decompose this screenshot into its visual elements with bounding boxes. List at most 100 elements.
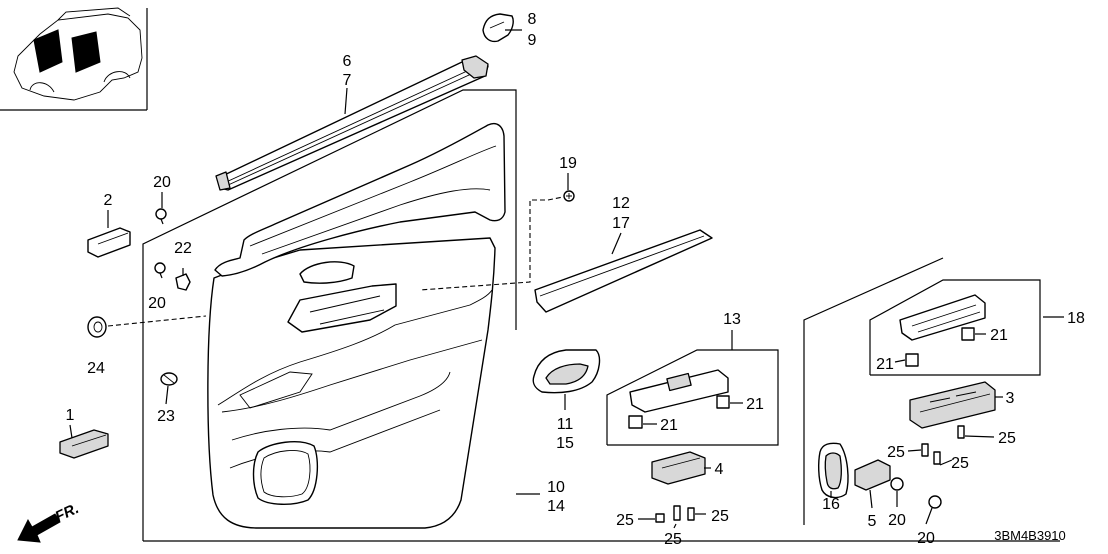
garnish-body: [534, 229, 713, 313]
vehicle-roof-line: [57, 7, 131, 21]
part-19-screw: [419, 190, 575, 291]
vehicle-rear-wheel: [103, 71, 131, 83]
screw-25a: [655, 513, 665, 523]
garnish-detail: [539, 235, 705, 297]
leader-20-right-b: [925, 507, 933, 525]
front-arrow-icon: [17, 513, 61, 543]
clip-20d-head: [928, 495, 942, 509]
callout-21: 21: [990, 327, 1008, 344]
switch-panel-13-button: [666, 372, 692, 392]
vehicle-locator-thumbnail: [0, 7, 148, 111]
right-switch-group-frame: [803, 257, 944, 525]
part-12-17-garnish: [534, 229, 713, 313]
armrest-switch-area: [287, 283, 397, 333]
highlighted-rear-door: [71, 31, 101, 73]
callout-10: 10: [547, 479, 565, 496]
clip-23-detail: [163, 374, 175, 384]
callout-4: 4: [715, 461, 724, 478]
callout-6: 6: [343, 53, 352, 70]
screw-25f: [957, 425, 965, 439]
vehicle-outline: [13, 13, 143, 101]
part-18-switch-panel: [899, 294, 986, 341]
front-direction-indicator: FR.: [17, 500, 82, 543]
callout-labels: 8 9 6 7 20 2 22 20 24 1 23 19 12 17 13 1…: [66, 11, 1085, 548]
diagram-code: 3BM4B3910: [994, 528, 1066, 543]
callout-17: 17: [612, 215, 630, 232]
screw-25b: [673, 505, 681, 521]
screws-25-right: [921, 425, 965, 465]
switch-3-body: [909, 381, 996, 429]
door-lining-lower-body: [207, 237, 496, 529]
part-23-clip: [160, 372, 178, 386]
part-21-clip-c: [961, 327, 975, 341]
part-2-switch: [87, 227, 131, 258]
callout-20: 20: [888, 512, 906, 529]
weatherstrip-end-clip: [461, 55, 489, 79]
leader-lines: [69, 29, 1064, 529]
part-22-clip: [175, 268, 191, 291]
callout-25: 25: [664, 531, 682, 548]
upper-trim-inner-edge: [261, 188, 491, 255]
part-4-switch: [651, 451, 706, 485]
callout-1: 1: [66, 407, 75, 424]
group-frames: [142, 89, 1060, 542]
door-lining-upper-trim: [214, 122, 506, 277]
switch-area-detail: [309, 295, 385, 325]
callout-22: 22: [174, 240, 192, 257]
leader-6-7: [344, 87, 348, 115]
part-10-14-door-lining: [207, 122, 506, 529]
callout-25: 25: [616, 512, 634, 529]
screw-25e: [933, 451, 941, 465]
leader-5: [869, 489, 873, 509]
part-11-15-handle-bezel: [532, 349, 601, 394]
map-pocket-line: [231, 371, 451, 441]
callout-20: 20: [148, 295, 166, 312]
part-1-switch: [59, 429, 109, 459]
callout-19: 19: [559, 155, 577, 172]
callout-18: 18: [1067, 310, 1085, 327]
callout-14: 14: [547, 498, 565, 515]
switch-panel-18-frame: [869, 279, 1041, 376]
grommet-leader-dashed: [107, 315, 207, 327]
armrest-lower-line: [221, 339, 483, 413]
armrest-upper-line: [217, 289, 493, 406]
leader-25-f: [964, 435, 995, 438]
inside-handle-recess: [299, 261, 355, 284]
callout-21: 21: [660, 417, 678, 434]
clip-20b-head: [154, 262, 166, 274]
switch-panel-13-frame: [606, 349, 779, 446]
grommet-outer: [87, 316, 107, 338]
leader-21-d: [894, 359, 906, 363]
clip-21c-body: [961, 327, 975, 341]
part-6-7-weatherstrip: [215, 55, 489, 191]
weatherstrip-lip-line: [225, 69, 481, 187]
part-21-clip-a: [716, 395, 730, 409]
bracket-detail: [489, 21, 505, 29]
screw-25c: [687, 507, 695, 521]
bracket-body: [482, 13, 514, 43]
grommet-inner: [93, 321, 103, 333]
switch-2-body: [87, 227, 131, 258]
leader-25-e: [939, 459, 953, 466]
speaker-grille-inner: [260, 450, 311, 498]
vehicle-front-wheel: [29, 82, 55, 93]
callout-25: 25: [887, 444, 905, 461]
callout-3: 3: [1006, 390, 1015, 407]
callout-8: 8: [528, 11, 537, 28]
callout-7: 7: [343, 72, 352, 89]
screw-19-cross: [566, 193, 572, 199]
callout-25: 25: [998, 430, 1016, 447]
switch-4-detail: [661, 457, 701, 469]
callout-23: 23: [157, 408, 175, 425]
part-24-grommet: [87, 315, 207, 338]
callout-20: 20: [917, 530, 935, 547]
switch-panel-13-body: [629, 369, 729, 413]
door-panel-frame: [142, 89, 517, 541]
callout-9: 9: [528, 32, 537, 49]
bezel-opening: [545, 363, 589, 385]
switch-1-detail: [71, 434, 107, 447]
clip-21d-body: [905, 353, 919, 367]
clip-21a-body: [716, 395, 730, 409]
switch-panel-18-body: [899, 294, 986, 341]
